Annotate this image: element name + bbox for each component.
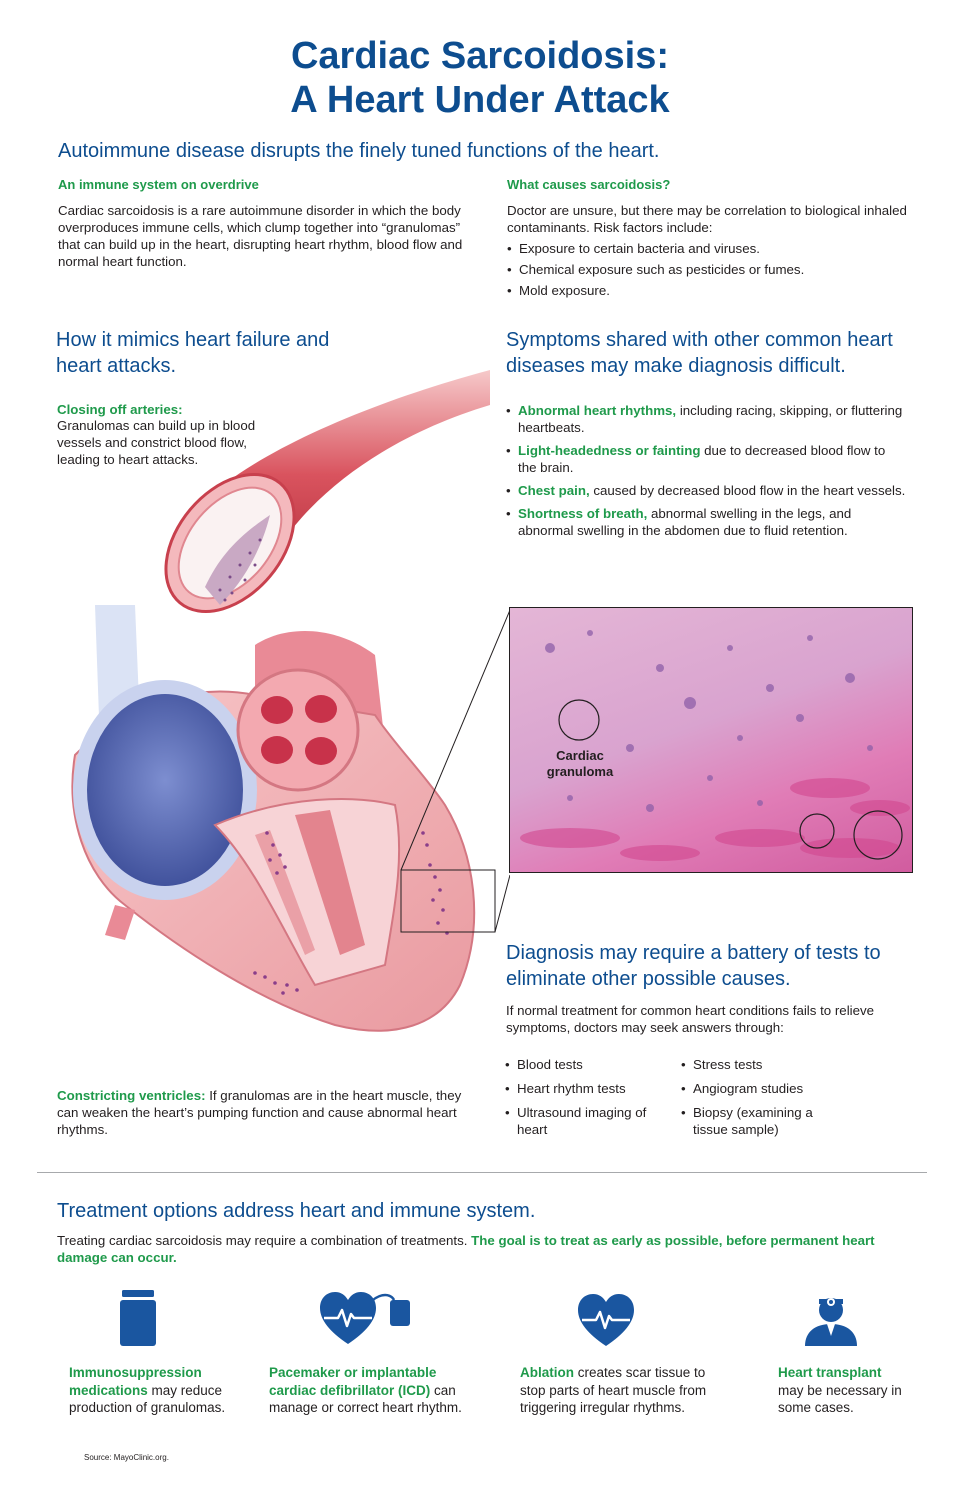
ventricles-text: If granulomas are in the heart muscle, t… [57, 1088, 462, 1137]
treatment-text: creates scar tissue to stop parts of hea… [520, 1365, 707, 1415]
symptom-text: due to decreased blood flow to the brain… [518, 443, 886, 475]
treatment-goal: The goal is to treat as early as possibl… [57, 1233, 875, 1265]
heart-pulse-icon [578, 1294, 634, 1346]
section-divider [37, 1172, 927, 1173]
mimics-heading: How it mimics heart failure and heart at… [56, 329, 330, 377]
treatment-heading: Treatment options address heart and immu… [57, 1200, 536, 1222]
treatment-option-immunosuppression: Immunosuppression medications may reduce… [69, 1364, 229, 1417]
arteries-label: Closing off arteries: [57, 402, 183, 417]
page-title: Cardiac Sarcoidosis: A Heart Under Attac… [0, 34, 960, 122]
granuloma-label: Cardiac granuloma [546, 748, 614, 779]
diagnosis-tests-right: Stress tests Angiogram studies Biopsy (e… [681, 1056, 841, 1142]
list-item: Abnormal heart rhythms, including racing… [506, 402, 906, 436]
pacemaker-heart-icon [320, 1292, 410, 1344]
doctor-icon [805, 1298, 857, 1346]
symptom-text: abnormal swelling in the legs, and abnor… [518, 506, 852, 538]
micrograph-texture [520, 630, 910, 861]
list-item: Blood tests [505, 1056, 665, 1073]
treatment-label: Heart transplant [778, 1365, 882, 1380]
micrograph-image: Cardiac granuloma [509, 607, 913, 873]
treatment-intro-block: Treating cardiac sarcoidosis may require… [57, 1232, 917, 1266]
diagnosis-intro: If normal treatment for common heart con… [506, 1003, 875, 1035]
ventricles-label: Constricting ventricles: [57, 1088, 206, 1103]
causes-section: What causes sarcoidosis? Doctor are unsu… [507, 177, 917, 303]
treatment-text: may be necessary in some cases. [778, 1382, 902, 1416]
symptoms-list: Abnormal heart rhythms, including racing… [506, 402, 906, 545]
arteries-block: Closing off arteries: Granulomas can bui… [57, 402, 287, 468]
treatment-label: Immunosuppression medications [69, 1365, 202, 1398]
treatment-label: Ablation [520, 1365, 574, 1380]
page-subtitle: Autoimmune disease disrupts the finely t… [58, 140, 660, 162]
causes-intro: Doctor are unsure, but there may be corr… [507, 203, 907, 235]
list-item: Angiogram studies [681, 1080, 841, 1097]
list-item: Exposure to certain bacteria and viruses… [507, 240, 917, 257]
symptoms-heading: Symptoms shared with other common heart … [506, 329, 893, 377]
pill-bottle-icon [120, 1290, 156, 1346]
symptom-label: Abnormal heart rhythms, [518, 403, 677, 418]
treatment-text: may reduce production of granulomas. [69, 1382, 226, 1416]
symptom-text: including racing, skipping, or flutterin… [518, 403, 903, 435]
list-item: Heart rhythm tests [505, 1080, 665, 1097]
list-item: Shortness of breath, abnormal swelling i… [506, 505, 906, 539]
diagnosis-heading: Diagnosis may require a battery of tests… [506, 942, 881, 990]
ventricles-block: Constricting ventricles: If granulomas a… [57, 1087, 467, 1138]
list-item: Chest pain, caused by decreased blood fl… [506, 482, 906, 499]
overdrive-heading: An immune system on overdrive [58, 177, 259, 192]
symptom-label: Chest pain, [518, 483, 590, 498]
symptom-text: caused by decreased blood flow in the he… [589, 483, 906, 498]
arteries-text: Granulomas can build up in blood vessels… [57, 418, 256, 467]
heart-illustration [71, 605, 510, 1032]
overdrive-section: An immune system on overdrive Cardiac sa… [58, 177, 468, 270]
list-item: Mold exposure. [507, 282, 917, 299]
causes-heading: What causes sarcoidosis? [507, 177, 671, 192]
artery-illustration [164, 370, 490, 613]
treatment-option-pacemaker: Pacemaker or implantable cardiac defibri… [269, 1364, 469, 1417]
source-credit: Source: MayoClinic.org. [84, 1453, 169, 1462]
treatment-text: can manage or correct heart rhythm. [269, 1382, 462, 1416]
list-item: Light-headedness or fainting due to decr… [506, 442, 906, 476]
causes-list: Exposure to certain bacteria and viruses… [507, 240, 917, 299]
list-item: Biopsy (examining a tissue sample) [681, 1104, 833, 1138]
symptom-label: Light-headedness or fainting [518, 443, 701, 458]
list-item: Stress tests [681, 1056, 841, 1073]
title-line-2: A Heart Under Attack [290, 79, 670, 121]
list-item: Ultrasound imaging of heart [505, 1104, 657, 1138]
treatment-option-ablation: Ablation creates scar tissue to stop par… [520, 1364, 715, 1417]
symptom-label: Shortness of breath, [518, 506, 648, 521]
treatment-label: Pacemaker or implantable cardiac defibri… [269, 1365, 437, 1398]
list-item: Chemical exposure such as pesticides or … [507, 261, 917, 278]
treatment-option-transplant: Heart transplant may be necessary in som… [778, 1364, 908, 1417]
overdrive-text: Cardiac sarcoidosis is a rare autoimmune… [58, 203, 463, 269]
title-line-1: Cardiac Sarcoidosis: [290, 35, 670, 77]
treatment-intro: Treating cardiac sarcoidosis may require… [57, 1233, 472, 1248]
diagnosis-tests-left: Blood tests Heart rhythm tests Ultrasoun… [505, 1056, 665, 1142]
